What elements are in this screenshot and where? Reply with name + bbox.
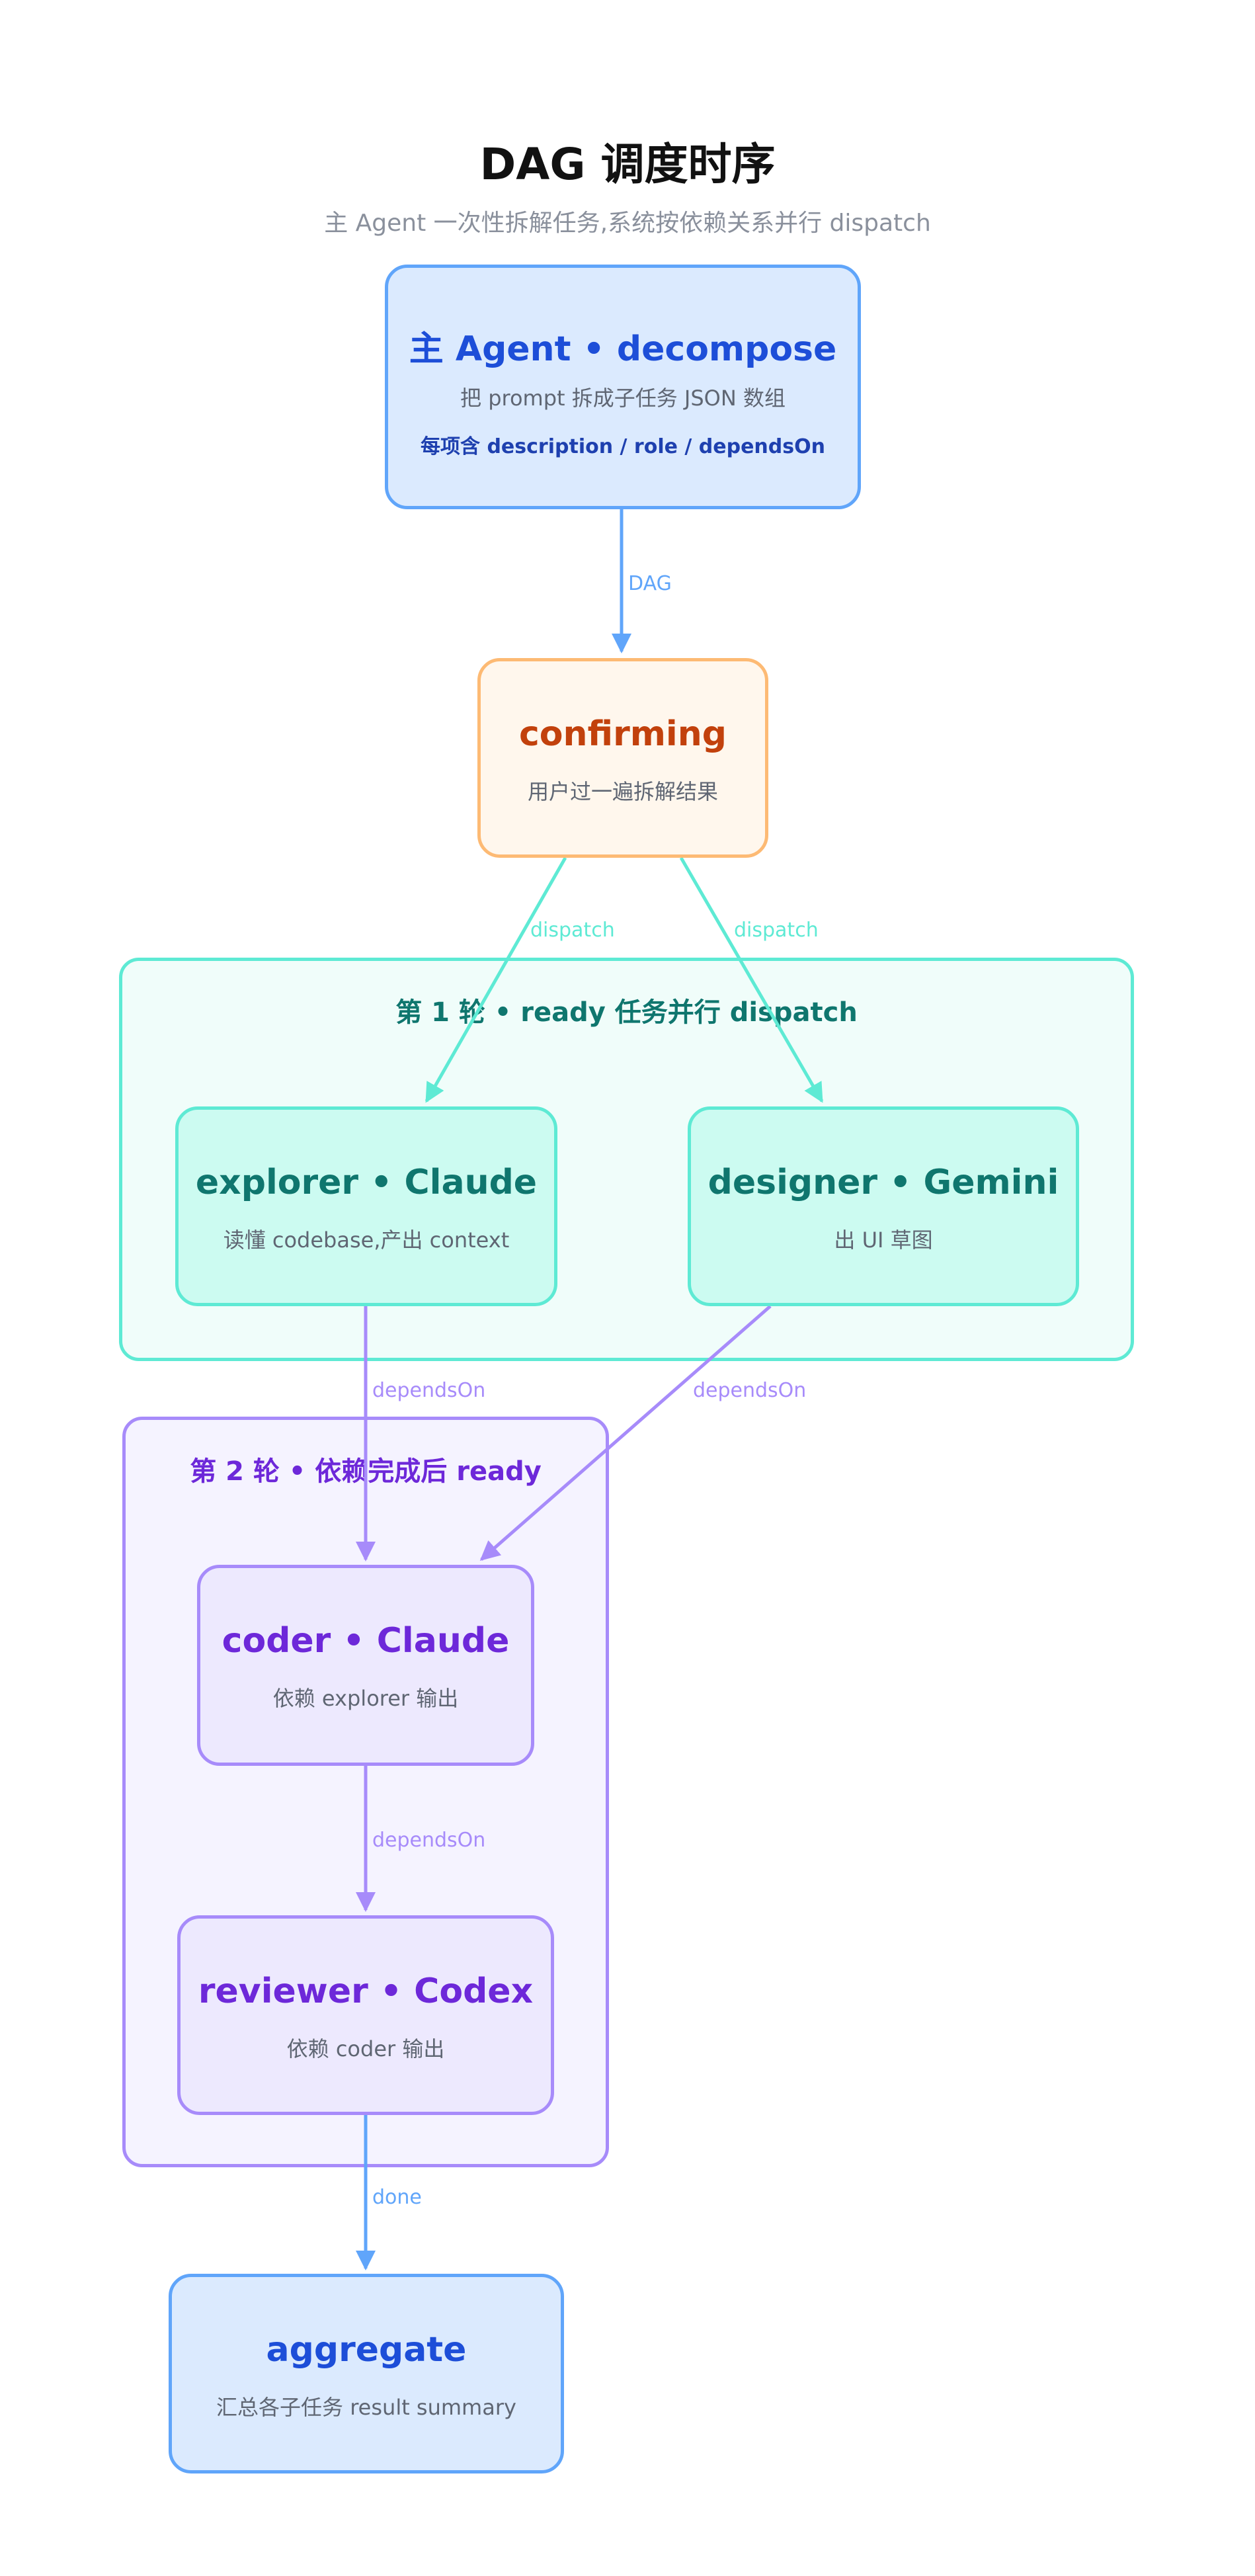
edge-label-done: done [372,2186,422,2209]
node-reviewer: reviewer • Codex 依赖 coder 输出 [177,1915,554,2115]
node-explorer-title: explorer • Claude [195,1163,538,1202]
node-confirming-title: confirming [518,714,727,754]
node-designer-title: designer • Gemini [708,1163,1059,1202]
node-explorer: explorer • Claude 读懂 codebase,产出 context [175,1106,557,1306]
node-aggregate-title: aggregate [266,2330,467,2370]
edge-label-dispatch-right: dispatch [734,919,819,942]
node-confirming-desc: 用户过一遍拆解结果 [527,779,718,804]
edge-dispatch-explorer [425,856,567,1103]
page-subtitle: 主 Agent 一次性拆解任务,系统按依赖关系并行 dispatch [324,210,931,237]
node-reviewer-desc: 依赖 coder 输出 [286,2036,445,2061]
node-coder-title: coder • Claude [222,1621,510,1661]
node-decompose-desc: 把 prompt 拆成子任务 JSON 数组 [460,386,786,411]
node-aggregate-desc: 汇总各子任务 result summary [216,2395,516,2420]
node-coder: coder • Claude 依赖 explorer 输出 [197,1565,534,1766]
node-designer: designer • Gemini 出 UI 草图 [688,1106,1079,1306]
node-decompose: 主 Agent • decompose 把 prompt 拆成子任务 JSON … [385,265,861,509]
node-aggregate: aggregate 汇总各子任务 result summary [169,2274,564,2473]
edge-label-depends-explorer: dependsOn [372,1379,485,1402]
page-title: DAG 调度时序 [479,139,776,190]
edge-label-depends-coder: dependsOn [372,1829,485,1852]
node-explorer-desc: 读懂 codebase,产出 context [223,1227,510,1253]
edge-label-dispatch-left: dispatch [530,919,615,942]
edge-dispatch-designer [679,856,824,1103]
node-reviewer-title: reviewer • Codex [198,1972,534,2011]
edge-label-depends-designer: dependsOn [693,1379,806,1402]
node-decompose-note: 每项含 description / role / dependsOn [421,435,825,458]
edge-designer-coder [479,1305,772,1561]
node-confirming: confirming 用户过一遍拆解结果 [477,658,768,858]
edge-label-dag: DAG [628,572,672,595]
node-decompose-title: 主 Agent • decompose [409,329,837,369]
node-coder-desc: 依赖 explorer 输出 [272,1686,459,1711]
node-designer-desc: 出 UI 草图 [834,1227,933,1253]
